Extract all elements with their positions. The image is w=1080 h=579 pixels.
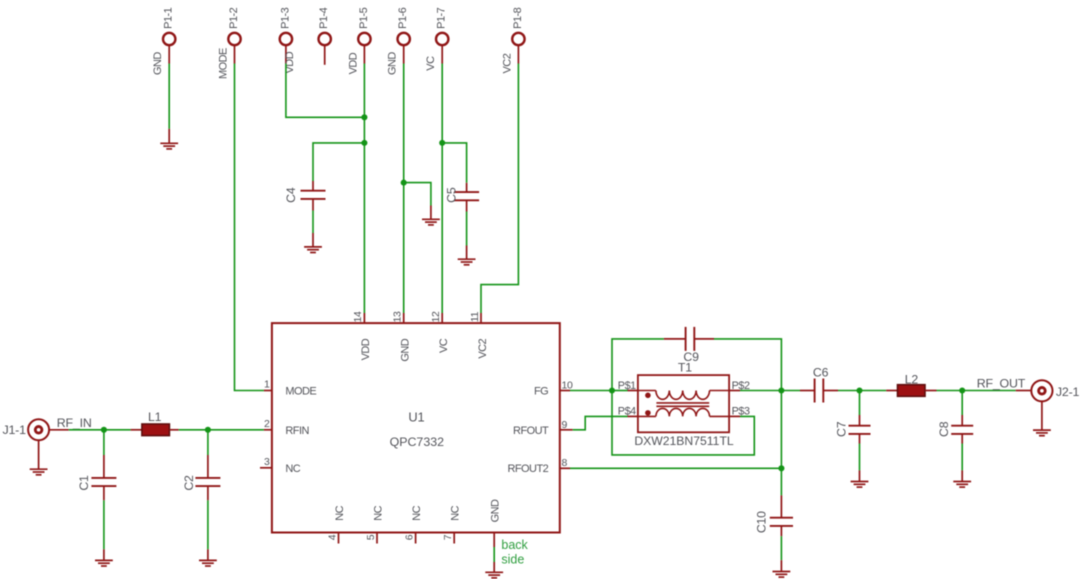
svg-text:C5: C5 <box>445 187 459 203</box>
svg-text:QPC7332: QPC7332 <box>390 435 445 449</box>
svg-text:NC: NC <box>373 505 385 520</box>
svg-text:GND: GND <box>400 338 412 361</box>
svg-text:MODE: MODE <box>285 386 316 398</box>
svg-text:C10: C10 <box>755 511 769 533</box>
svg-text:7: 7 <box>442 534 454 540</box>
svg-text:P1-1: P1-1 <box>163 7 175 28</box>
svg-text:NC: NC <box>285 463 300 475</box>
svg-text:P1-7: P1-7 <box>436 7 448 28</box>
svg-text:J2-1: J2-1 <box>1056 385 1080 399</box>
svg-text:RFOUT: RFOUT <box>513 425 549 437</box>
svg-text:P1-2: P1-2 <box>228 7 240 28</box>
svg-text:P1-4: P1-4 <box>318 7 330 28</box>
svg-text:RF_IN: RF_IN <box>57 416 92 430</box>
svg-text:2: 2 <box>264 418 270 430</box>
svg-text:C7: C7 <box>834 421 848 437</box>
svg-text:8: 8 <box>562 457 568 469</box>
svg-text:C2: C2 <box>182 475 196 491</box>
svg-text:P1-6: P1-6 <box>397 7 409 28</box>
svg-text:VDD: VDD <box>347 52 359 74</box>
svg-text:J1-1: J1-1 <box>2 423 26 437</box>
svg-text:MODE: MODE <box>218 48 230 79</box>
svg-text:C4: C4 <box>284 187 298 203</box>
svg-text:P$4: P$4 <box>618 406 636 418</box>
svg-text:RF_OUT: RF_OUT <box>977 376 1026 390</box>
svg-text:C8: C8 <box>937 421 951 437</box>
svg-text:C1: C1 <box>77 475 91 491</box>
svg-text:13: 13 <box>392 311 404 323</box>
svg-text:back: back <box>501 538 528 552</box>
svg-text:RFOUT2: RFOUT2 <box>507 463 548 475</box>
svg-text:C9: C9 <box>683 350 699 364</box>
svg-text:P1-8: P1-8 <box>512 7 524 28</box>
svg-text:NC: NC <box>411 505 423 520</box>
svg-text:L2: L2 <box>905 372 919 386</box>
svg-text:VC: VC <box>438 338 450 353</box>
svg-text:VDD: VDD <box>284 51 296 73</box>
svg-text:3: 3 <box>264 456 270 468</box>
svg-text:GND: GND <box>387 52 399 75</box>
svg-text:11: 11 <box>469 311 481 322</box>
svg-text:VC2: VC2 <box>501 53 513 73</box>
svg-text:GND: GND <box>490 499 502 522</box>
svg-text:6: 6 <box>403 534 415 540</box>
svg-text:12: 12 <box>430 311 442 323</box>
svg-text:4: 4 <box>326 534 338 540</box>
svg-text:GND: GND <box>152 52 164 75</box>
svg-text:C6: C6 <box>813 365 829 379</box>
svg-text:VDD: VDD <box>360 338 372 360</box>
svg-text:U1: U1 <box>408 409 424 424</box>
svg-text:10: 10 <box>562 380 574 392</box>
svg-text:9: 9 <box>562 419 568 431</box>
svg-text:VC2: VC2 <box>477 338 489 358</box>
svg-text:RFIN: RFIN <box>285 425 309 437</box>
svg-text:14: 14 <box>352 311 364 323</box>
svg-text:P$1: P$1 <box>618 380 636 392</box>
svg-text:side: side <box>501 552 524 566</box>
svg-text:P1-3: P1-3 <box>279 7 291 28</box>
svg-text:NC: NC <box>334 505 346 520</box>
svg-text:P$3: P$3 <box>732 406 750 418</box>
svg-text:T1: T1 <box>678 360 692 374</box>
svg-text:P1-5: P1-5 <box>358 7 370 28</box>
svg-text:VC: VC <box>425 56 437 71</box>
svg-text:FG: FG <box>534 386 548 398</box>
svg-text:1: 1 <box>264 378 270 390</box>
svg-text:L1: L1 <box>148 410 162 424</box>
svg-text:P$2: P$2 <box>732 380 750 392</box>
svg-text:DXW21BN7511TL: DXW21BN7511TL <box>634 434 734 448</box>
svg-text:NC: NC <box>450 505 462 520</box>
svg-text:5: 5 <box>365 534 377 540</box>
